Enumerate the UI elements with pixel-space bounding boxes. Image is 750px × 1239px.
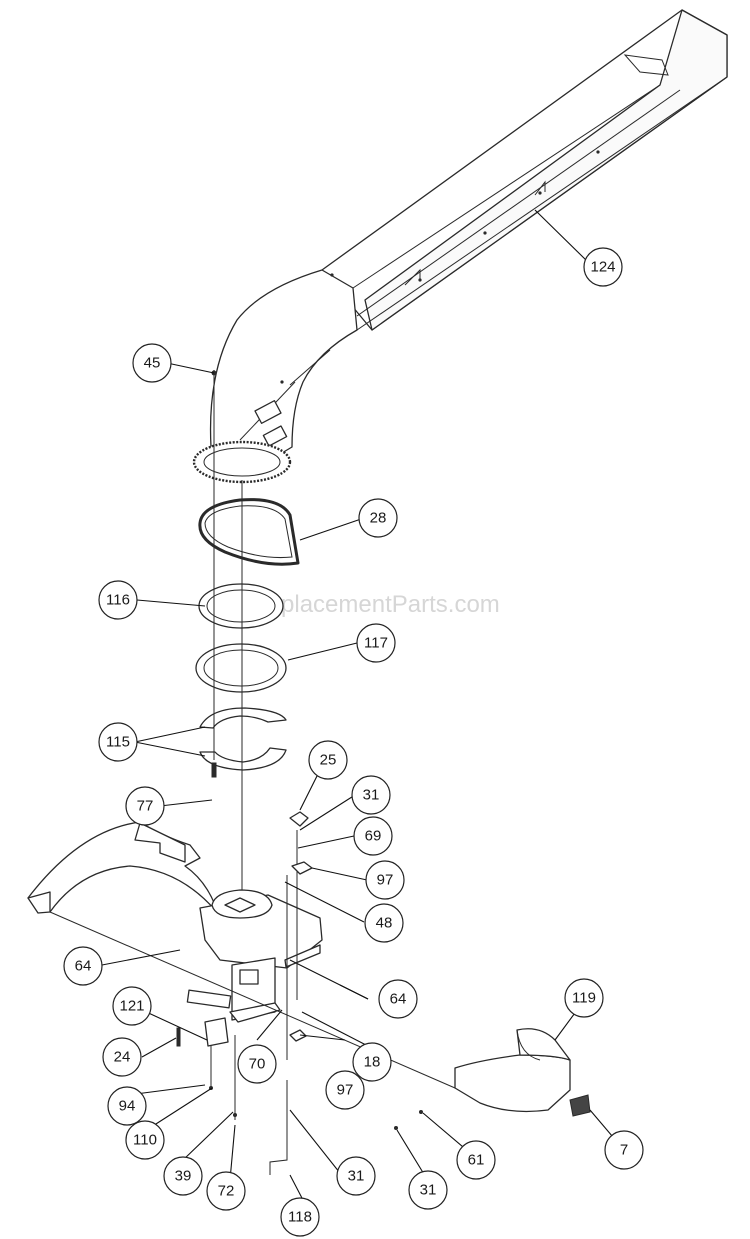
svg-text:39: 39	[175, 1168, 192, 1185]
svg-text:7: 7	[620, 1142, 628, 1159]
chute-ring-gear	[192, 440, 292, 484]
svg-text:121: 121	[119, 998, 144, 1015]
part-116-ring	[198, 583, 284, 629]
callout-110: 110	[125, 1120, 165, 1160]
callout-31-top: 31	[351, 775, 391, 815]
callout-28: 28	[358, 498, 398, 538]
svg-text:117: 117	[364, 635, 388, 652]
svg-text:18: 18	[364, 1054, 381, 1071]
callout-115: 115	[98, 722, 138, 762]
callout-7: 7	[604, 1130, 644, 1170]
discharge-chute	[209, 9, 728, 479]
svg-text:24: 24	[114, 1049, 131, 1066]
callout-124: 124	[583, 247, 623, 287]
part-28-belt	[198, 498, 300, 566]
part-117-ring	[195, 643, 287, 693]
svg-text:116: 116	[106, 592, 130, 609]
svg-text:94: 94	[119, 1098, 136, 1115]
callout-77: 77	[125, 786, 165, 826]
callout-24: 24	[102, 1037, 142, 1077]
callout-94: 94	[107, 1086, 147, 1126]
svg-text:119: 119	[572, 990, 596, 1007]
callout-69: 69	[353, 816, 393, 856]
callout-18: 18	[352, 1042, 392, 1082]
svg-text:31: 31	[420, 1182, 437, 1199]
svg-text:110: 110	[133, 1132, 157, 1149]
callout-117: 117	[356, 623, 396, 663]
svg-text:115: 115	[106, 734, 130, 751]
svg-text:77: 77	[137, 798, 154, 815]
part-115-half-rings	[199, 707, 287, 771]
callout-48: 48	[364, 903, 404, 943]
callout-97-bottom: 97	[325, 1070, 365, 1110]
svg-text:64: 64	[75, 958, 92, 975]
callout-31-right: 31	[408, 1170, 448, 1210]
callout-72: 72	[206, 1171, 246, 1211]
callout-119: 119	[564, 978, 604, 1018]
chute-base-plate	[186, 889, 323, 1023]
callout-31-bottom: 31	[336, 1156, 376, 1196]
svg-text:64: 64	[390, 991, 407, 1008]
svg-text:124: 124	[590, 259, 615, 276]
part-119-cover	[454, 1028, 591, 1117]
callout-70: 70	[237, 1044, 277, 1084]
svg-text:28: 28	[370, 510, 387, 527]
svg-text:25: 25	[320, 752, 337, 769]
svg-text:48: 48	[376, 915, 393, 932]
callout-39: 39	[163, 1156, 203, 1196]
callout-45: 45	[132, 343, 172, 383]
svg-text:31: 31	[363, 787, 380, 804]
callout-64-right: 64	[378, 979, 418, 1019]
svg-text:31: 31	[348, 1168, 365, 1185]
svg-text:97: 97	[377, 872, 394, 889]
callout-116: 116	[98, 580, 138, 620]
callout-121: 121	[112, 986, 152, 1026]
svg-text:118: 118	[288, 1209, 312, 1226]
svg-text:70: 70	[249, 1056, 266, 1073]
svg-text:45: 45	[144, 355, 161, 372]
svg-text:69: 69	[365, 828, 382, 845]
svg-text:97: 97	[337, 1082, 354, 1099]
callout-118: 118	[280, 1197, 320, 1237]
svg-text:61: 61	[468, 1152, 485, 1169]
callout-64-left: 64	[63, 946, 103, 986]
callout-61: 61	[456, 1140, 496, 1180]
deflector-shield	[27, 821, 216, 914]
callout-25: 25	[308, 740, 348, 780]
svg-text:72: 72	[218, 1183, 235, 1200]
callout-97-top: 97	[365, 860, 405, 900]
